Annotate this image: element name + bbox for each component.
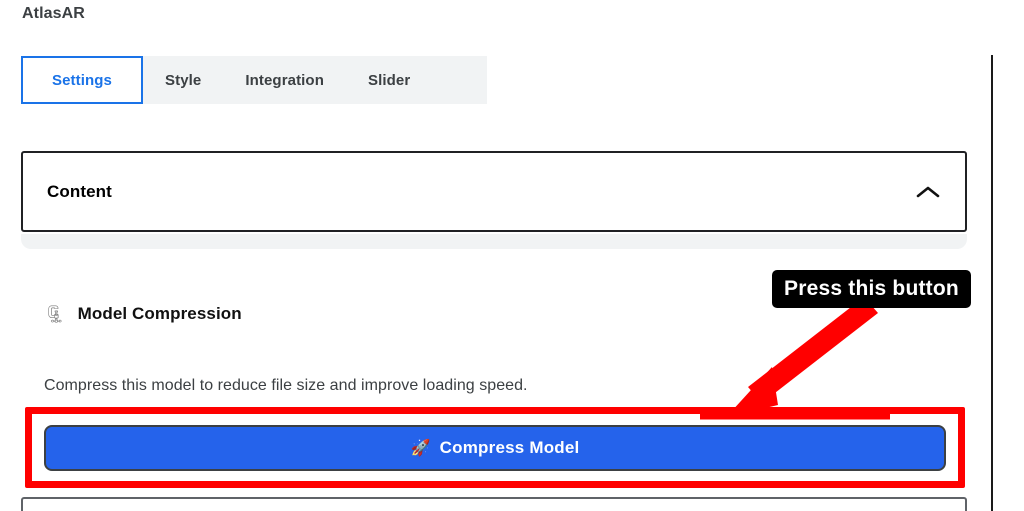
accordion-body-top-strip bbox=[21, 234, 967, 249]
section-description: Compress this model to reduce file size … bbox=[44, 377, 528, 394]
accordion-header-content[interactable]: Content bbox=[21, 151, 967, 232]
compress-model-button[interactable]: 🚀 Compress Model bbox=[44, 425, 946, 471]
compress-model-button-label: Compress Model bbox=[439, 438, 580, 457]
tab-integration[interactable]: Integration bbox=[223, 56, 346, 104]
panel-divider-rule bbox=[991, 55, 993, 511]
annotation-highlight-box bbox=[25, 407, 965, 488]
rocket-icon: 🚀 bbox=[410, 440, 431, 457]
section-title: Model Compression bbox=[77, 304, 242, 323]
tab-style[interactable]: Style bbox=[143, 56, 223, 104]
section-header-model-compression: 🗜 Model Compression bbox=[44, 304, 242, 324]
accordion-title: Content bbox=[47, 181, 112, 201]
page-title: AtlasAR bbox=[22, 5, 85, 22]
annotation-arrow-icon bbox=[700, 297, 890, 420]
tab-bar: Settings Style Integration Slider bbox=[21, 56, 487, 104]
chevron-up-icon[interactable] bbox=[915, 184, 941, 200]
next-section-card[interactable] bbox=[21, 497, 967, 511]
clamp-icon: 🗜 bbox=[44, 304, 66, 324]
tab-settings[interactable]: Settings bbox=[21, 56, 143, 104]
annotation-tooltip: Press this button bbox=[772, 270, 971, 308]
tab-slider[interactable]: Slider bbox=[346, 56, 432, 104]
